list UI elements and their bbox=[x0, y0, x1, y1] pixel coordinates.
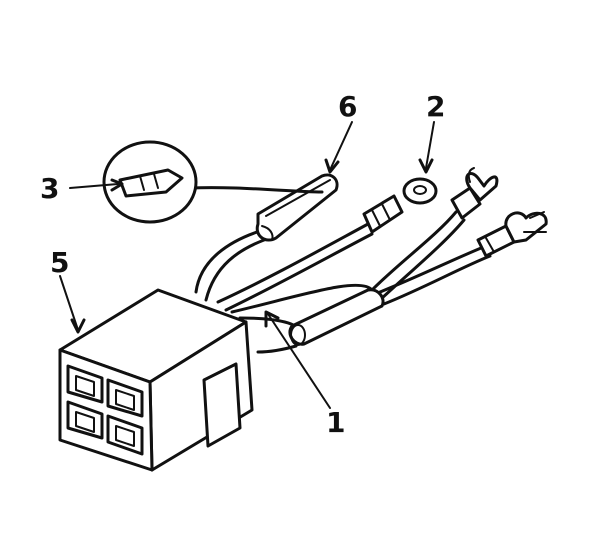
arrow-1 bbox=[264, 310, 280, 328]
leader-3 bbox=[69, 183, 119, 189]
fuse-lead bbox=[188, 186, 324, 194]
wire-to-ring-terminal-2 bbox=[224, 232, 374, 312]
leader-6 bbox=[329, 121, 353, 171]
arrow-5 bbox=[70, 318, 86, 334]
wire-to-ring-terminal bbox=[216, 222, 370, 304]
wire-to-spade-2 bbox=[378, 244, 488, 294]
inline-sleeve bbox=[288, 288, 385, 346]
leader-lines bbox=[59, 121, 435, 409]
spade-terminal-2 bbox=[476, 211, 548, 258]
wire-bundle-bottom bbox=[256, 344, 298, 354]
leader-5 bbox=[59, 275, 79, 331]
arrow-3 bbox=[110, 178, 124, 192]
callout-1: 1 bbox=[326, 406, 345, 439]
callout-3: 3 bbox=[40, 172, 59, 205]
inset-detail bbox=[102, 140, 198, 224]
connector-latch bbox=[202, 362, 242, 448]
female-terminal bbox=[118, 168, 184, 198]
arrow-6 bbox=[324, 158, 340, 174]
callout-2: 2 bbox=[426, 90, 445, 123]
ring-terminal bbox=[362, 177, 438, 234]
connector-housing bbox=[58, 288, 254, 472]
callout-6: 6 bbox=[338, 90, 357, 123]
arrow-2 bbox=[418, 158, 434, 174]
spade-terminal-1 bbox=[450, 167, 499, 220]
callout-5: 5 bbox=[50, 246, 69, 279]
wire-to-spade-2-b bbox=[382, 254, 492, 306]
fuse-holder bbox=[188, 173, 339, 242]
leader-1 bbox=[267, 313, 331, 409]
leader-2 bbox=[425, 121, 435, 169]
wire-to-spade-1-b bbox=[378, 218, 466, 302]
